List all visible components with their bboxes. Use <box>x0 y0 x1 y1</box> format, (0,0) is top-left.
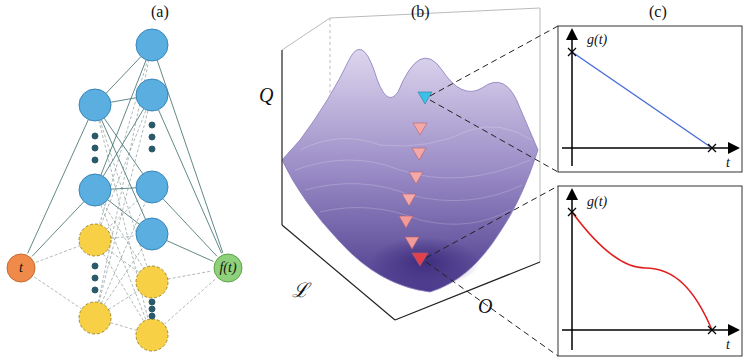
ellipsis-dot <box>149 306 155 312</box>
hidden-neuron <box>79 174 111 206</box>
dropout-neuron <box>136 319 168 351</box>
axis-label: t <box>726 156 730 170</box>
network-connection <box>111 236 136 239</box>
network-connection <box>34 277 81 309</box>
dropout-neuron <box>79 302 111 334</box>
network-connection <box>167 241 214 262</box>
hidden-neuron <box>79 89 111 121</box>
network-connection <box>164 279 216 325</box>
axes <box>282 50 540 320</box>
hidden-neuron <box>136 79 168 111</box>
ellipsis-dot <box>92 287 98 293</box>
axis-label: ℒ <box>292 280 309 300</box>
network-connection <box>36 246 80 263</box>
output-neuron: f(t) <box>213 253 243 283</box>
ellipsis-dot <box>92 133 98 139</box>
axis-label: t <box>726 338 730 352</box>
axis-label: O <box>478 296 492 316</box>
network-connection <box>168 271 213 279</box>
network-connections <box>28 57 223 331</box>
network-connection <box>107 198 141 229</box>
panel-label: (a) <box>151 4 169 20</box>
network-connection <box>101 60 146 175</box>
network-connection <box>101 205 146 320</box>
dropout-neuron <box>136 266 168 298</box>
ellipsis-dot <box>92 157 98 163</box>
surface-minimum <box>370 237 480 287</box>
dropout-neuron <box>79 224 111 256</box>
axis-label: g(t) <box>587 195 607 209</box>
network-connection <box>111 98 136 102</box>
zoom-leaders <box>426 26 558 356</box>
network-connection <box>101 110 146 225</box>
panel-label: (c) <box>649 4 667 20</box>
neuron-label: t <box>19 261 23 275</box>
input-neuron: t <box>6 253 36 283</box>
ellipsis-dot <box>92 275 98 281</box>
ellipsis-dot <box>149 146 155 152</box>
ellipsis-dot <box>149 313 155 319</box>
hidden-neuron <box>136 218 168 250</box>
descent-path <box>399 92 432 266</box>
hidden-neuron <box>136 171 168 203</box>
ellipsis-dot <box>149 134 155 140</box>
loss-surface <box>282 49 538 292</box>
network-connection <box>110 323 136 331</box>
network-connection <box>109 291 139 310</box>
plot-panels <box>558 26 742 356</box>
neuron-label: f(t) <box>219 261 236 275</box>
axis-label: Q <box>259 85 273 105</box>
network-connection <box>111 188 136 189</box>
panel-label: (b) <box>411 4 430 20</box>
network-connection <box>32 202 84 257</box>
ellipsis-dot <box>149 122 155 128</box>
hidden-neurons <box>79 29 168 351</box>
network-connection <box>101 120 145 220</box>
hidden-neuron <box>136 29 168 61</box>
network-connection <box>106 57 141 94</box>
ellipsis-dot <box>92 263 98 269</box>
axis-label: g(t) <box>587 33 607 47</box>
ellipsis-dot <box>149 299 155 305</box>
ellipsis-dot <box>92 145 98 151</box>
network-connection <box>163 199 217 257</box>
